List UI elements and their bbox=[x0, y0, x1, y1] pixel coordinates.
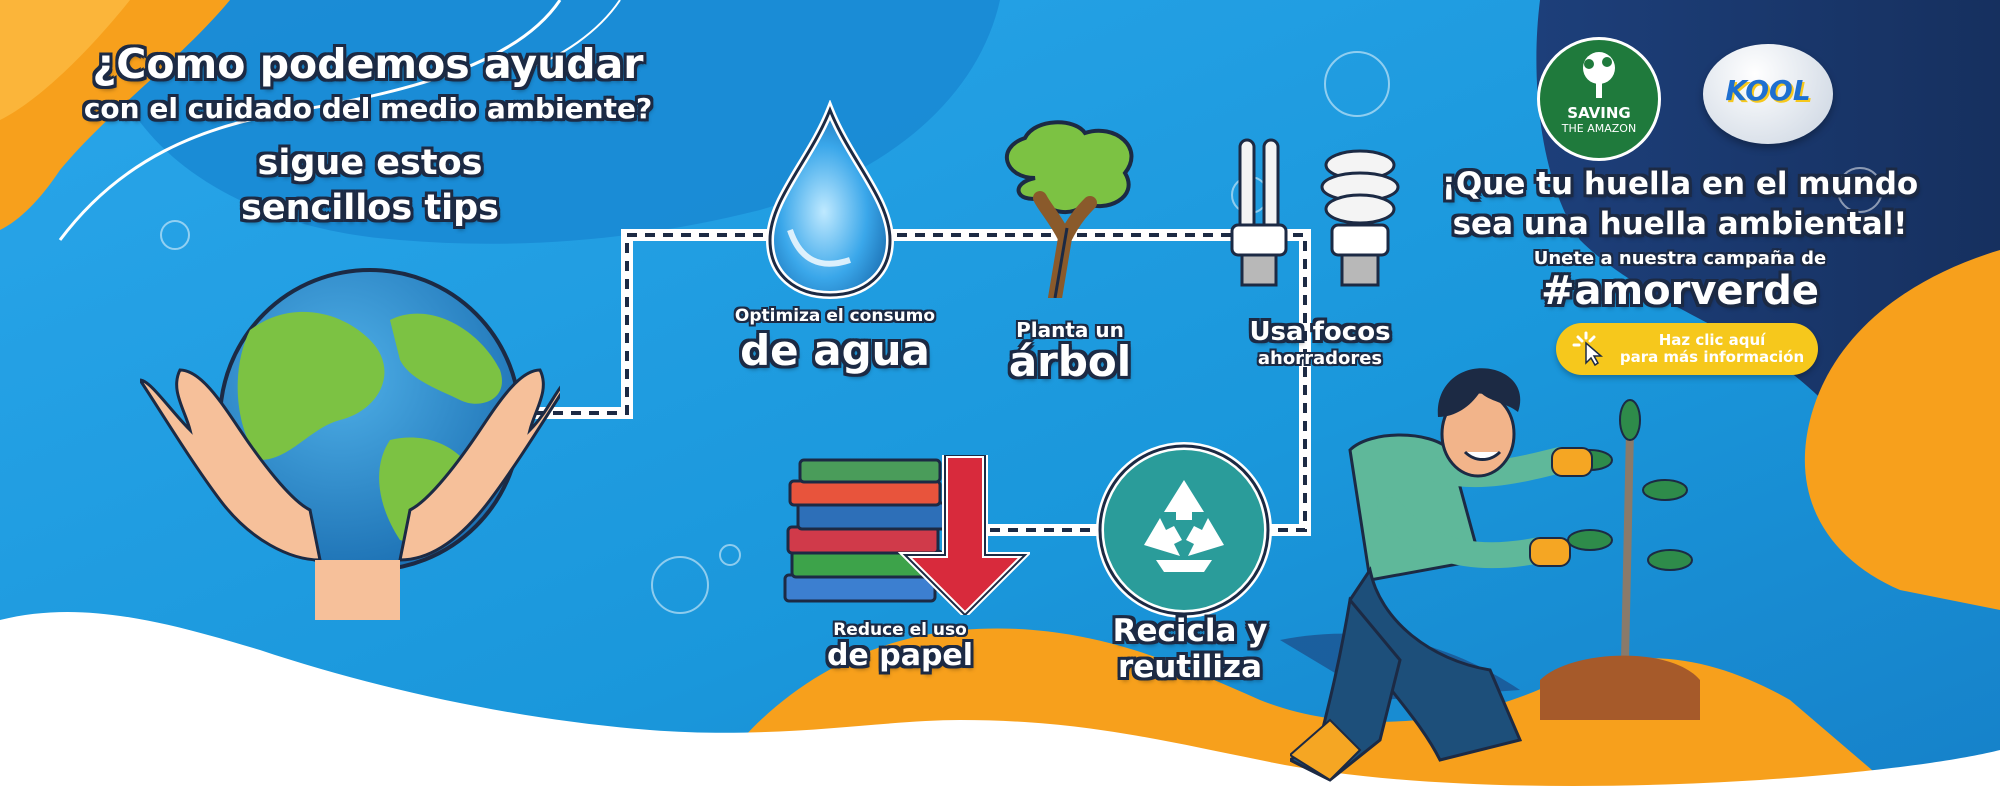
kool-logo-text: KOOL bbox=[1725, 74, 1811, 107]
saving-the-amazon-logo[interactable]: SAVING THE AMAZON bbox=[1537, 37, 1661, 161]
more-info-button-label: Haz clic aquí para más información bbox=[1618, 332, 1806, 366]
headline-line1: ¿Como podemos ayudar bbox=[92, 40, 644, 88]
tip-recycle-big2: reutiliza bbox=[1117, 649, 1263, 685]
cta-line1: Haz clic aquí bbox=[1658, 331, 1766, 349]
saving-logo-line2: THE AMAZON bbox=[1561, 122, 1637, 135]
campaign-line1: ¡Que tu huella en el mundo bbox=[1441, 166, 1919, 202]
gardener-icon bbox=[1290, 399, 1700, 782]
tip-tree-small: Planta un bbox=[1016, 318, 1124, 342]
saving-logo-line1: SAVING bbox=[1567, 104, 1631, 122]
tip-bulbs-big: Usa focos bbox=[1249, 317, 1391, 347]
cta-line2: para más información bbox=[1619, 348, 1805, 366]
tip-paper-big: de papel bbox=[826, 638, 974, 673]
subheadline-line1: sigue estos bbox=[257, 143, 483, 183]
light-bulb-icon bbox=[1230, 138, 1400, 287]
tip-recycle-big1: Recicla y bbox=[1112, 613, 1268, 649]
man-head-icon bbox=[1437, 368, 1521, 478]
pointer-click-icon bbox=[1572, 331, 1604, 367]
campaign-hashtag: #amorverde bbox=[1540, 268, 1820, 314]
recycle-icon bbox=[1096, 442, 1272, 618]
tree-icon bbox=[1004, 120, 1134, 298]
headline-line2: con el cuidado del medio ambiente? bbox=[83, 92, 653, 125]
subheadline-line2: sencillos tips bbox=[241, 188, 499, 228]
tip-paper-small: Reduce el uso bbox=[833, 620, 967, 640]
tip-bulbs-small: ahorradores bbox=[1257, 348, 1383, 369]
tree-logo-icon bbox=[1583, 52, 1615, 98]
tip-tree-big: árbol bbox=[1008, 337, 1132, 386]
more-info-button[interactable]: Haz clic aquí para más información bbox=[1556, 323, 1818, 375]
books-icon bbox=[783, 455, 1030, 615]
campaign-line2: sea una huella ambiental! bbox=[1452, 206, 1908, 242]
globe-hands-icon bbox=[140, 268, 560, 620]
kool-logo[interactable]: KOOL bbox=[1703, 44, 1833, 144]
tip-water-small: Optimiza el consumo bbox=[734, 306, 936, 326]
water-drop-icon bbox=[765, 100, 895, 300]
tip-water-big: de agua bbox=[740, 326, 930, 375]
campaign-invite: Unete a nuestra campaña de bbox=[1533, 248, 1827, 269]
